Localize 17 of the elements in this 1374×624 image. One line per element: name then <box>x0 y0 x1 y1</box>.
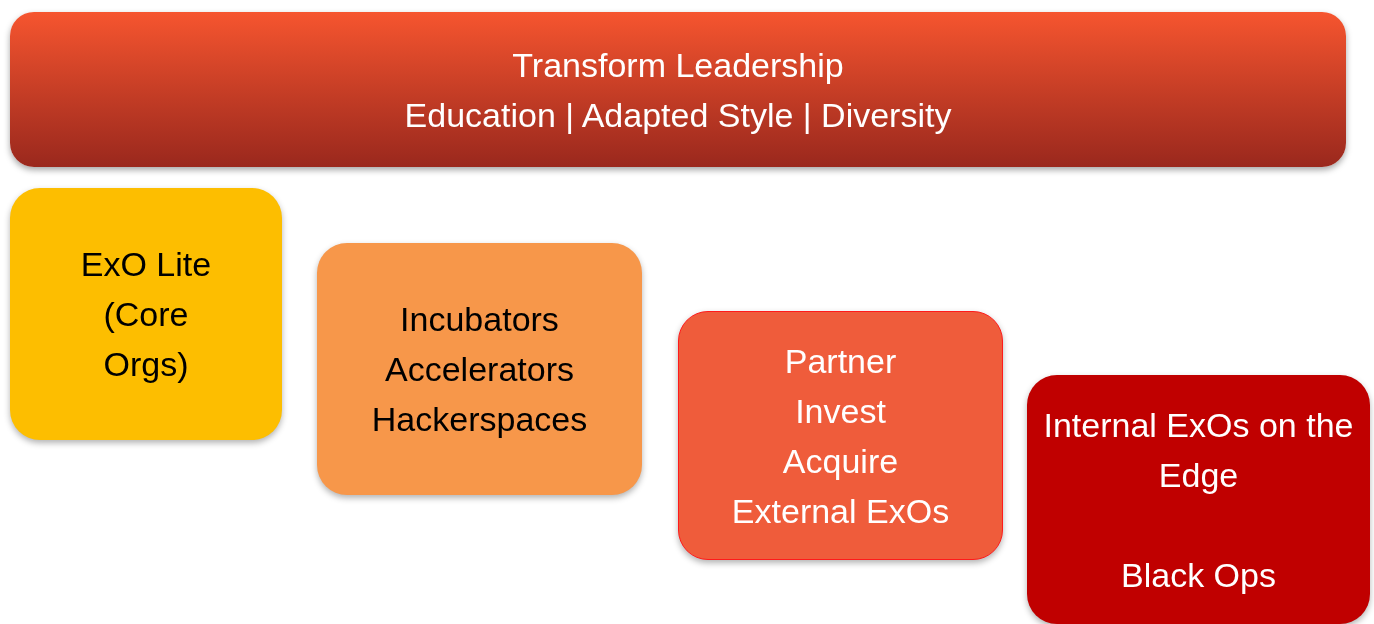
box-text: ExO Lite (Core Orgs) <box>79 244 213 385</box>
rounded-box <box>678 311 1003 560</box>
box-text: Accelerators <box>385 349 574 390</box>
box-text: Black Ops <box>1121 554 1276 596</box>
box-text: Hackerspaces <box>371 399 588 440</box>
box-text: Partner <box>784 340 897 382</box>
box-text: Incubators <box>400 299 559 340</box>
rounded-box <box>10 188 282 440</box>
box-text: Transform Leadership <box>512 44 844 86</box>
banner <box>10 12 1346 167</box>
box-text: Internal ExOs on the Edge <box>1043 404 1354 496</box>
rounded-box <box>1027 375 1370 624</box>
box-text: Invest <box>795 390 886 432</box>
rounded-box <box>317 243 642 495</box>
box-text: External ExOs <box>731 490 950 532</box>
box-text: Acquire <box>782 440 899 482</box>
box-text: Education | Adapted Style | Diversity <box>404 94 952 136</box>
